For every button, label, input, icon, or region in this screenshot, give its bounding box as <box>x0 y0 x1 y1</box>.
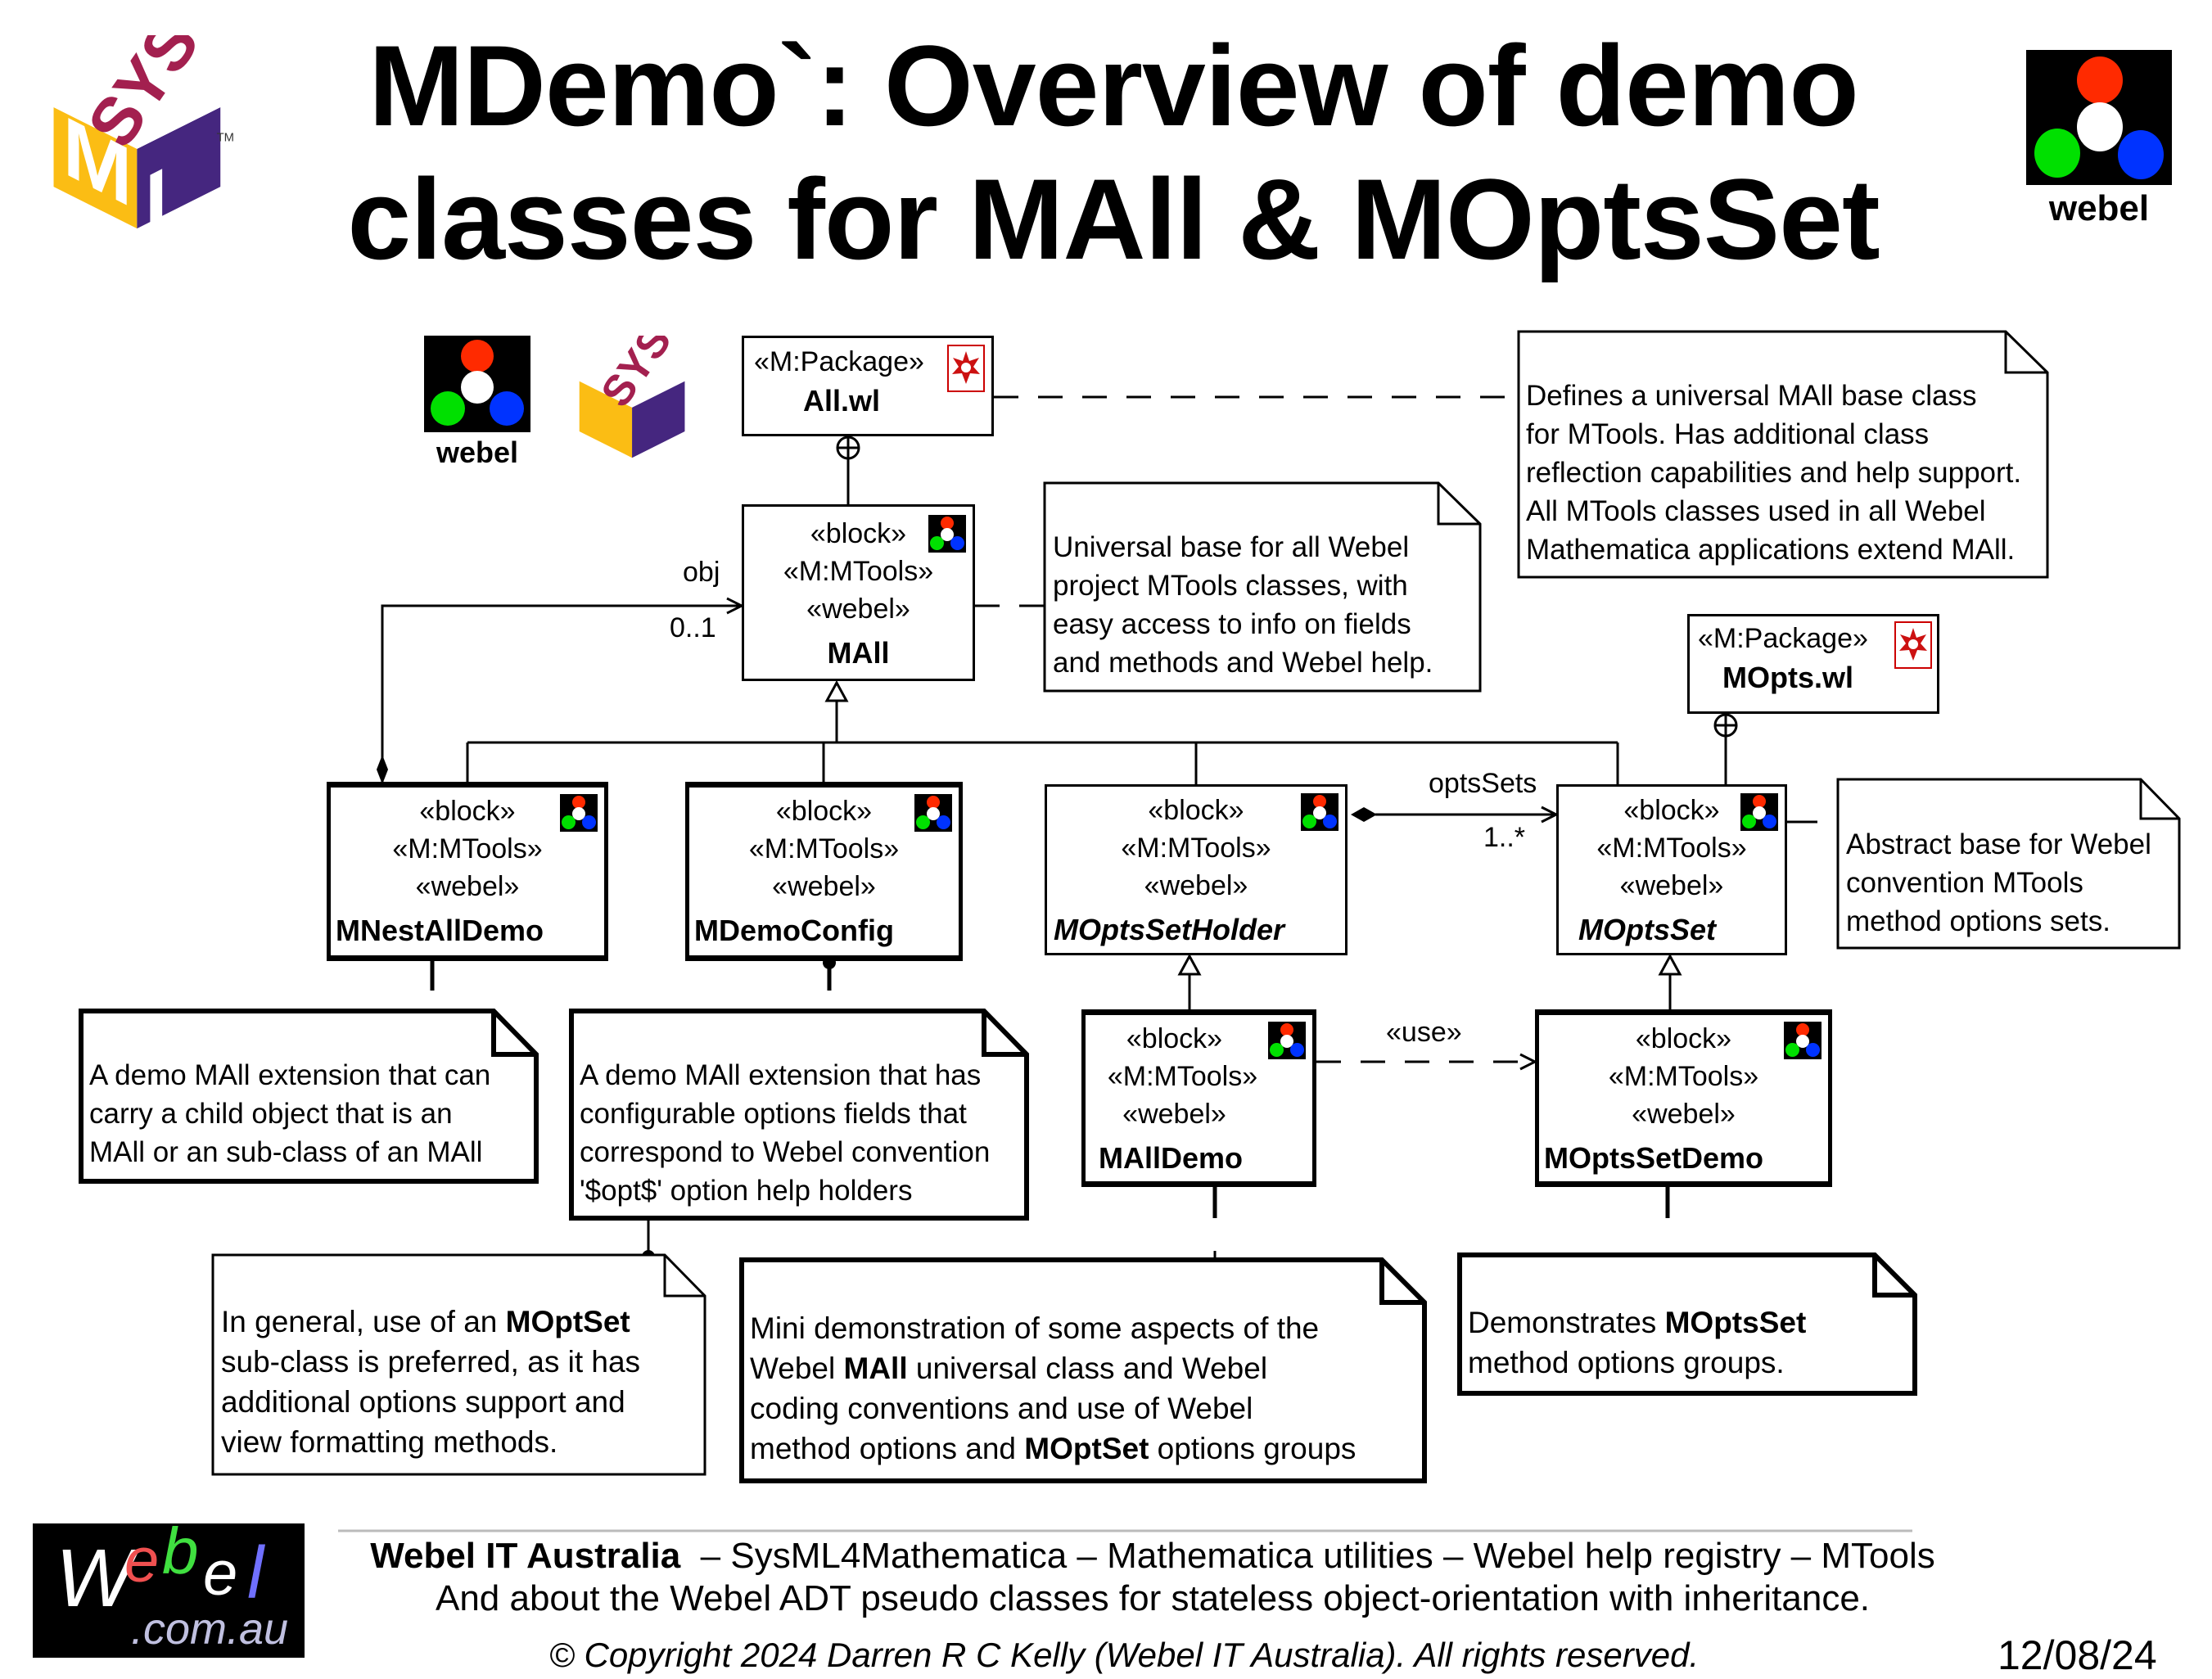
stereotype-block: «block» <box>1635 1023 1732 1054</box>
package-all-wl[interactable]: «M:Package» All.wl <box>742 336 994 436</box>
stereotype-webel: «webel» <box>415 871 520 902</box>
note-demonstrates: Demonstrates MOptsSet method options gro… <box>1468 1306 1807 1379</box>
block-name: MOptsSetHolder <box>1054 913 1285 946</box>
note-nest-shape <box>79 1009 539 1184</box>
package-name: MOpts.wl <box>1722 661 1853 694</box>
generalization-arrow-optsset <box>1658 953 1682 976</box>
stereotype-webel: «webel» <box>1144 870 1248 901</box>
footer-line1: Webel IT Australia – SysML4Mathematica –… <box>370 1536 1935 1576</box>
note-defines-shape <box>1517 330 2049 579</box>
note-config-shape <box>569 1009 1029 1221</box>
page-title-line1: MDemo`: Overview of demo <box>368 21 1859 150</box>
block-mnestalldemo[interactable]: «block» «M:MTools» «webel» MNestAllDemo <box>327 782 608 961</box>
wolfram-icon <box>1894 621 1932 669</box>
webel-icon <box>1268 1022 1306 1059</box>
generalization-arrow-holder <box>1177 953 1202 976</box>
block-moptsset[interactable]: «block» «M:MTools» «webel» MOptsSet <box>1556 784 1787 955</box>
small-webel-logo-label: webel <box>436 436 519 469</box>
stereotype-mtools: «M:MTools» <box>1596 833 1747 864</box>
block-name: MAllDemo <box>1099 1141 1244 1175</box>
stereotype-mtools: «M:MTools» <box>748 833 900 864</box>
stereotype-webel: «webel» <box>772 871 876 902</box>
webel-icon <box>928 515 966 553</box>
webel-icon <box>914 794 952 832</box>
note-mini: Mini demonstration of some aspects of th… <box>750 1311 1357 1465</box>
stereotype-mtools: «M:MTools» <box>783 556 934 587</box>
note-abstract-shape <box>1836 778 2181 950</box>
small-webel-logo <box>424 336 530 432</box>
stereotype-block: «block» <box>775 796 873 827</box>
optssets-multiplicity-label: 1..* <box>1483 822 1526 853</box>
package-name: All.wl <box>803 384 881 417</box>
block-malldemo[interactable]: «block» «M:MTools» «webel» MAllDemo <box>1081 1009 1316 1187</box>
obj-multiplicity-label: 0..1 <box>670 612 716 643</box>
stereotype-block: «block» <box>1148 795 1244 826</box>
stereotype-webel: «webel» <box>1632 1099 1736 1130</box>
sysml-logo: SYS M L TM <box>53 35 234 240</box>
footer-date: 12/08/24 <box>1998 1632 2157 1678</box>
webel-icon <box>560 794 598 832</box>
block-name: MNestAllDemo <box>336 914 544 947</box>
stereotype-mtools: «M:MTools» <box>1121 833 1271 864</box>
stereotype-block: «block» <box>419 796 516 827</box>
obj-association <box>381 606 742 782</box>
block-name: MOptsSet <box>1578 913 1717 946</box>
stereotype-block: «block» <box>1126 1023 1223 1054</box>
composition-diamond-optssets <box>1351 807 1377 822</box>
small-sysml-logo: SYS <box>579 336 685 458</box>
package-stereotype: «M:Package» <box>1698 623 1868 654</box>
block-mdemoconfig[interactable]: «block» «M:MTools» «webel» MDemoConfig <box>685 782 963 961</box>
optssets-role-label: optsSets <box>1429 768 1537 799</box>
footer-webel-logo: W e b e l .com.au <box>33 1514 305 1658</box>
page-title-line2: classes for MAll & MOptsSet <box>347 155 1880 283</box>
block-name: MOptsSetDemo <box>1544 1141 1764 1175</box>
composition-diamond-obj <box>377 755 388 784</box>
stereotype-block: «block» <box>1623 795 1720 826</box>
obj-role-label: obj <box>683 557 720 588</box>
webel-logo <box>2026 50 2172 185</box>
wolfram-icon <box>947 345 985 392</box>
block-mall[interactable]: «block» «M:MTools» «webel» MAll <box>742 504 975 681</box>
use-dependency-label: «use» <box>1386 1017 1462 1048</box>
webel-icon <box>1740 793 1778 831</box>
stereotype-webel: «webel» <box>1619 870 1724 901</box>
stereotype-mtools: «M:MTools» <box>1107 1061 1258 1092</box>
package-mopts-wl[interactable]: «M:Package» MOpts.wl <box>1687 614 1939 714</box>
webel-icon <box>1784 1022 1822 1059</box>
stereotype-mtools: «M:MTools» <box>392 833 543 864</box>
package-stereotype: «M:Package» <box>754 346 924 377</box>
generalization-arrow-mall <box>824 679 849 702</box>
note-mini-shape <box>739 1257 1427 1483</box>
trademark: TM <box>217 132 234 145</box>
stereotype-webel: «webel» <box>1122 1099 1226 1130</box>
note-general: In general, use of an MOptSet sub-class … <box>221 1305 641 1459</box>
stereotype-mtools: «M:MTools» <box>1608 1061 1759 1092</box>
stereotype-webel: «webel» <box>806 594 910 625</box>
block-name: MAll <box>827 636 890 670</box>
note-demonstrates-shape <box>1457 1252 1917 1396</box>
note-general-shape <box>211 1253 706 1476</box>
note-universal-shape <box>1043 481 1482 693</box>
block-name: MDemoConfig <box>694 914 894 947</box>
webel-icon <box>1301 793 1338 831</box>
footer-company: Webel IT Australia <box>370 1536 681 1576</box>
block-moptssetdemo[interactable]: «block» «M:MTools» «webel» MOptsSetDemo <box>1535 1009 1832 1187</box>
footer-copyright: © Copyright 2024 Darren R C Kelly (Webel… <box>548 1636 1700 1674</box>
stereotype-block: «block» <box>810 518 907 549</box>
footer-line2: And about the Webel ADT pseudo classes f… <box>435 1578 1871 1618</box>
webel-logo-label: webel <box>2048 188 2150 228</box>
block-moptssetholder[interactable]: «block» «M:MTools» «webel» MOptsSetHolde… <box>1045 784 1348 955</box>
